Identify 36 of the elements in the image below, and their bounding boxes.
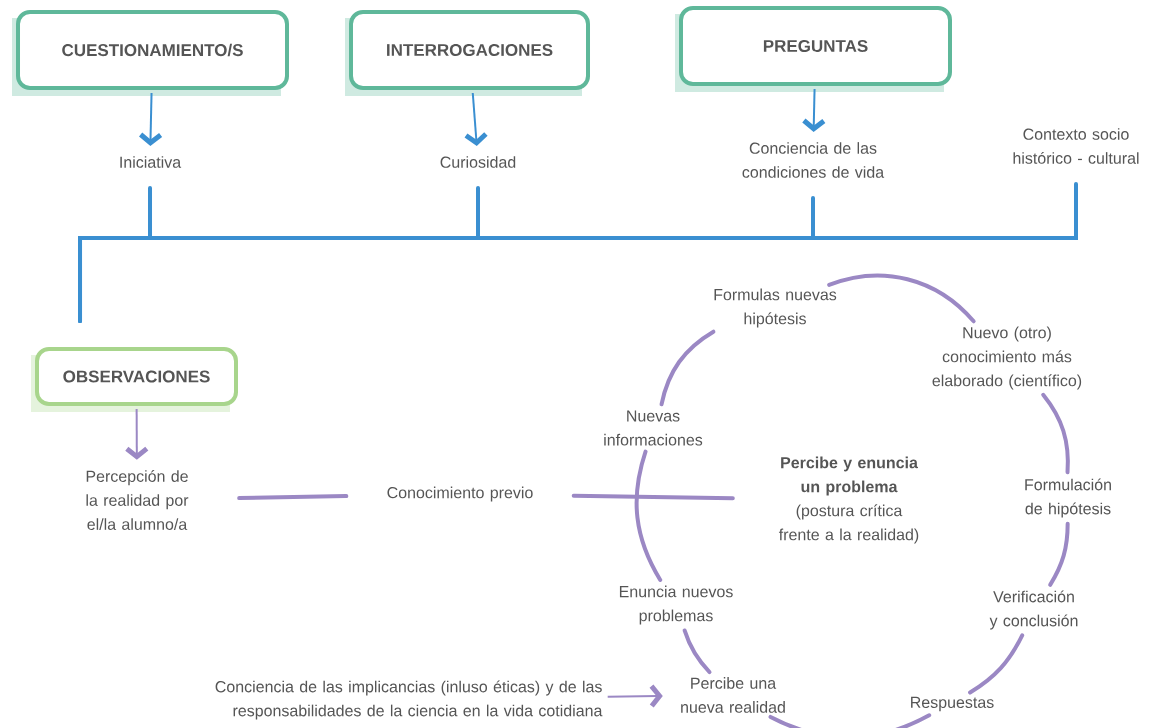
- connector-line: [237, 494, 349, 501]
- chevron-arrow: [139, 92, 163, 146]
- cycle-arc: [827, 273, 976, 324]
- title-box: PREGUNTAS: [675, 6, 952, 92]
- cycle-arc: [968, 633, 1025, 695]
- chevron-arrow: [125, 408, 149, 460]
- cycle-arc: [634, 449, 663, 582]
- step-text: Curiosidad: [440, 156, 516, 168]
- step-text: Verificación y conclusión: [989, 590, 1078, 630]
- chevron-arrow: [606, 684, 663, 708]
- step-text: Percibe una nueva realidad: [681, 677, 785, 713]
- step-text: Iniciativa: [120, 156, 182, 168]
- step-text: Respuestas: [911, 696, 994, 712]
- step-text: Enuncia nuevos problemas: [619, 585, 733, 625]
- step-text: Percepción de la realidad por el/la alumno/a: [86, 470, 189, 530]
- connector-line: [571, 493, 735, 501]
- title-box: INTERROGACIONES: [345, 10, 590, 96]
- chevron-arrow: [802, 88, 826, 132]
- step-text: Conciencia de las implicancias (inluso éticas) y de las responsabilidades de la ciencia en la vida cotidiana: [215, 680, 603, 720]
- step-text: Contexto socio histórico - cultural: [1013, 128, 1139, 164]
- cycle-arc: [768, 713, 932, 728]
- cycle-arc: [1041, 392, 1070, 475]
- cycle-arc: [1048, 521, 1070, 587]
- step-text: Conciencia de las condiciones de vida: [742, 142, 885, 178]
- step-text: Formulas nuevas hipótesis: [714, 288, 837, 328]
- central-text: Percibe y enuncia un problema (postura crítica frente a la realidad): [778, 456, 919, 544]
- step-text: Formulación de hipótesis: [1025, 478, 1111, 518]
- title-box: CUESTIONAMIENTO/S: [12, 10, 289, 96]
- step-text: Nuevas informaciones: [604, 410, 703, 446]
- step-text: Nuevo (otro) conocimiento más elaborado (científico): [932, 326, 1082, 390]
- cycle-arc: [682, 628, 712, 675]
- bracket-line: [78, 182, 1078, 323]
- step-text: Conocimiento previo: [387, 486, 533, 502]
- cycle-arc: [659, 329, 716, 407]
- title-box: OBSERVACIONES: [31, 347, 238, 412]
- chevron-arrow: [464, 92, 488, 146]
